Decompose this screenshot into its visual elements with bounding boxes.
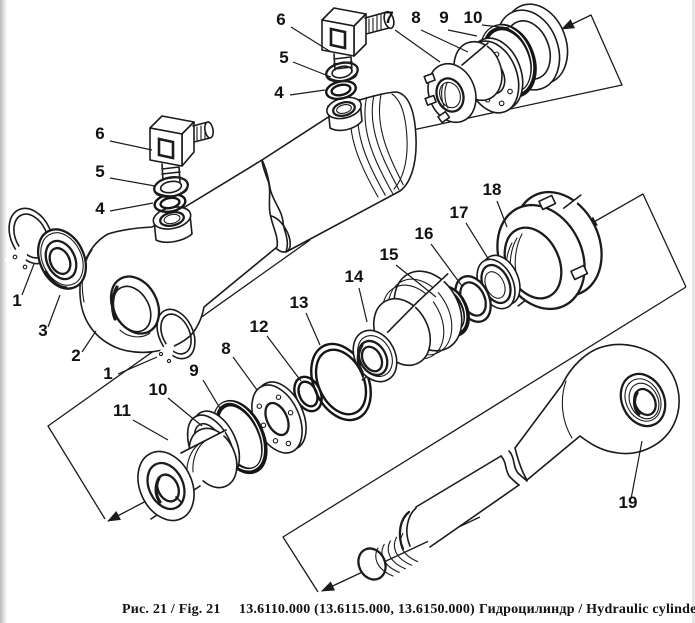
figure-caption: Рис. 21 / Fig. 21 13.6110.000 (13.6115.0… bbox=[122, 602, 695, 617]
callout-part-10-upper: 10 bbox=[464, 8, 483, 27]
callout-part-9-upper: 9 bbox=[439, 8, 448, 27]
part-2-cylinder-eye-end bbox=[79, 159, 279, 354]
callout-part-8-piston: 8 bbox=[221, 339, 230, 358]
scan-edge-left bbox=[0, 0, 7, 623]
part-3-spherical-bearing bbox=[36, 228, 88, 290]
callout-part-9-piston: 9 bbox=[189, 361, 198, 380]
callout-part-10-piston: 10 bbox=[149, 380, 168, 399]
part-19-rod-end bbox=[514, 343, 680, 481]
callout-part-16: 16 bbox=[415, 224, 434, 243]
part-7-gland-nut bbox=[423, 40, 503, 124]
callout-part-12: 12 bbox=[250, 317, 269, 336]
part-6-elbow-fitting-eye bbox=[149, 115, 214, 183]
callout-part-11: 11 bbox=[113, 401, 131, 420]
callout-part-1-left: 1 bbox=[12, 291, 21, 310]
callout-part-7: 7 bbox=[384, 8, 393, 27]
callout-numbers: 6 5 4 7 8 9 10 6 5 4 1 3 2 1 11 10 9 8 1… bbox=[12, 8, 637, 512]
callout-leader-lines bbox=[21, 24, 643, 500]
assembly-axis-arrows bbox=[47, 14, 687, 593]
callout-part-2: 2 bbox=[71, 346, 80, 365]
caption-figure-number: Рис. 21 / Fig. 21 bbox=[122, 602, 221, 617]
callout-part-6-upper: 6 bbox=[276, 10, 285, 29]
part-6-elbow-fitting-upper bbox=[321, 7, 395, 73]
callout-part-8-upper: 8 bbox=[411, 8, 420, 27]
caption-part-code: 13.6110.000 (13.6115.000, 13.6150.000) bbox=[239, 602, 475, 617]
callout-part-4-eye: 4 bbox=[95, 199, 105, 218]
caption-title: Гидроцилиндр / Hydraulic cylinder bbox=[479, 602, 695, 617]
callout-part-18: 18 bbox=[483, 180, 502, 199]
callout-part-5-eye: 5 bbox=[95, 162, 104, 181]
callout-part-14: 14 bbox=[345, 267, 364, 286]
callout-part-15: 15 bbox=[380, 245, 399, 264]
callout-part-6-eye: 6 bbox=[95, 124, 104, 143]
part-11-piston bbox=[137, 427, 238, 522]
callout-part-19: 19 bbox=[619, 493, 638, 512]
piston-rod bbox=[357, 450, 528, 581]
callout-part-17: 17 bbox=[450, 203, 469, 222]
callout-part-4-upper: 4 bbox=[274, 83, 284, 102]
callout-part-3: 3 bbox=[38, 321, 47, 340]
part-1-snap-ring-eye bbox=[154, 308, 196, 369]
callout-part-1-eye: 1 bbox=[103, 364, 112, 383]
callout-part-5-upper: 5 bbox=[279, 48, 288, 67]
part-14-cylinder-head bbox=[352, 270, 463, 383]
cylinder-port-boss-upper bbox=[326, 96, 363, 132]
scan-edge-right bbox=[692, 0, 695, 623]
callout-part-13: 13 bbox=[290, 293, 309, 312]
